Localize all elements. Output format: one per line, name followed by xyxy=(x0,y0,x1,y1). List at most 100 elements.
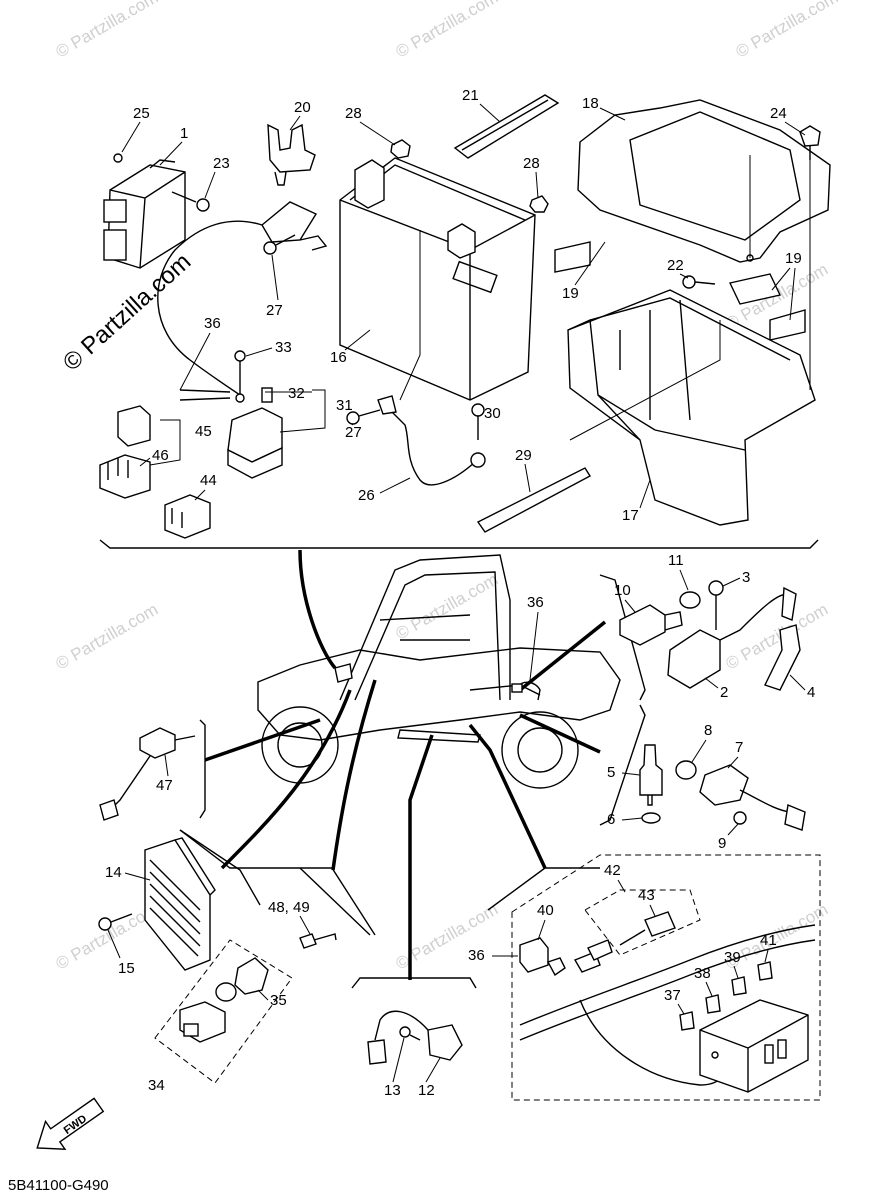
callout-18: 18 xyxy=(582,95,599,112)
leader-lines-top xyxy=(399,155,811,441)
bolt-3 xyxy=(708,580,724,630)
callout-13: 13 xyxy=(384,1082,401,1099)
main-switch-34 xyxy=(179,1001,226,1043)
callout-45: 45 xyxy=(195,423,212,440)
callout-43: 43 xyxy=(638,887,655,904)
diagram-code: 5B41100-G490 xyxy=(8,1177,109,1194)
watermark: © Partzilla.com xyxy=(53,0,162,61)
callout-1: 1 xyxy=(180,125,188,142)
callout-38: 38 xyxy=(694,965,711,982)
fuse-box xyxy=(699,999,809,1093)
fastener-24 xyxy=(799,125,821,160)
callout-33: 33 xyxy=(275,339,292,356)
callout-25: 25 xyxy=(133,105,150,122)
callout-7: 7 xyxy=(735,739,743,756)
callout-20: 20 xyxy=(294,99,311,116)
connector-44 xyxy=(164,494,211,539)
callout-39: 39 xyxy=(724,949,741,966)
bolt-13 xyxy=(399,1026,421,1041)
callout-34: 34 xyxy=(148,1077,165,1094)
watermark: © Partzilla.com xyxy=(53,600,162,674)
spark-plug-5 xyxy=(639,744,663,806)
nut-28 xyxy=(390,139,549,213)
callout-32: 32 xyxy=(288,385,305,402)
callout-11: 11 xyxy=(668,552,684,569)
key xyxy=(299,933,337,949)
callout-labels: 25 1 23 20 28 21 18 24 28 27 16 19 22 19… xyxy=(105,87,815,1099)
callout-47: 47 xyxy=(156,777,173,794)
callout-37: 37 xyxy=(664,987,681,1004)
wiring-connector-36 xyxy=(511,681,541,701)
speed-sensor-12 xyxy=(367,1010,463,1065)
fuse-37 xyxy=(679,1011,695,1031)
callout-24: 24 xyxy=(770,105,787,122)
bolt-15 xyxy=(98,913,133,931)
clamp-20 xyxy=(267,123,316,186)
callout-9: 9 xyxy=(718,835,726,852)
callout-5: 5 xyxy=(607,764,615,781)
bolt-27-lower xyxy=(346,409,381,425)
callout-48-49: 48, 49 xyxy=(268,899,310,916)
sensor-10 xyxy=(619,604,683,646)
callout-44: 44 xyxy=(200,472,217,489)
callout-30: 30 xyxy=(484,405,501,422)
callout-42: 42 xyxy=(604,862,621,879)
callout-17: 17 xyxy=(622,507,639,524)
callout-36c: 36 xyxy=(468,947,485,964)
bolt-22 xyxy=(682,275,716,289)
fuse-kit-42 xyxy=(584,889,701,956)
connector-40 xyxy=(519,937,549,973)
callout-19: 19 xyxy=(562,285,579,302)
callout-29: 29 xyxy=(515,447,532,464)
wire-sensor-assembly xyxy=(157,201,328,396)
fuse-39 xyxy=(731,976,747,996)
fuse-38 xyxy=(705,994,721,1014)
gasket-6 xyxy=(641,812,661,824)
watermark: © Partzilla.com xyxy=(733,0,842,61)
vehicle-outline xyxy=(257,554,621,789)
callout-3: 3 xyxy=(742,569,750,586)
watermark: © Partzilla.com xyxy=(393,570,502,644)
callout-28: 28 xyxy=(345,105,362,122)
starter-relay xyxy=(179,350,283,479)
callout-21: 21 xyxy=(462,87,479,104)
sensor-47 xyxy=(99,727,196,821)
callout-2: 2 xyxy=(720,684,728,701)
callout-12: 12 xyxy=(418,1082,435,1099)
cable-tie xyxy=(476,467,591,533)
callout-26: 26 xyxy=(358,487,375,504)
bolt-30 xyxy=(471,403,485,440)
bolt-9 xyxy=(733,811,747,825)
forward-arrow-icon: FWD xyxy=(36,1097,105,1151)
callout-8: 8 xyxy=(704,722,712,739)
battery-strap xyxy=(453,94,560,159)
callout-4: 4 xyxy=(807,684,815,701)
callout-23: 23 xyxy=(213,155,230,172)
dashed-box-34 xyxy=(154,939,293,1084)
ecu-unit xyxy=(103,153,186,269)
spark-plug-cap-4 xyxy=(764,624,801,691)
callout-6: 6 xyxy=(607,811,615,828)
sender-7 xyxy=(699,764,806,831)
relay-45 xyxy=(117,405,151,447)
callout-16: 16 xyxy=(330,349,347,366)
fuse-41 xyxy=(757,961,773,981)
callout-36b: 36 xyxy=(527,594,544,611)
callout-15: 15 xyxy=(118,960,135,977)
o-ring-11 xyxy=(679,591,701,609)
section-divider xyxy=(99,539,819,549)
watermark-main: © Partzilla.com xyxy=(58,248,196,376)
callout-10: 10 xyxy=(614,582,631,599)
callout-46: 46 xyxy=(152,447,169,464)
battery-box-cover xyxy=(577,99,831,263)
callout-40: 40 xyxy=(537,902,554,919)
battery-cable xyxy=(377,395,486,486)
callout-19b: 19 xyxy=(785,250,802,267)
bolt-27 xyxy=(263,234,296,255)
o-ring-8 xyxy=(675,760,697,780)
switch-nut-35 xyxy=(215,957,269,1002)
callout-brackets xyxy=(149,389,326,466)
callout-36: 36 xyxy=(204,315,221,332)
callout-22: 22 xyxy=(667,257,684,274)
